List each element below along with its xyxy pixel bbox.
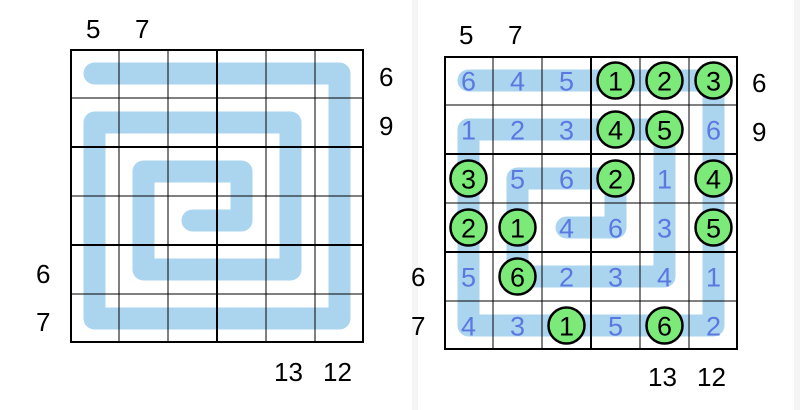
right-cell-digit: 3 xyxy=(657,214,672,244)
right-circle-marker xyxy=(694,208,733,247)
right-cell-digit: 5 xyxy=(510,165,525,195)
right-cell-digit: 6 xyxy=(706,116,721,146)
left-top-clue-2: 7 xyxy=(135,14,150,44)
right-circle-marker xyxy=(547,306,586,345)
right-cell-digit: 5 xyxy=(608,312,623,342)
right-cell-digit: 2 xyxy=(608,165,623,195)
right-cell-digit: 1 xyxy=(657,165,672,195)
left-left-clue-6: 7 xyxy=(36,307,51,337)
right-circle-marker xyxy=(596,159,635,198)
right-cell-digit: 2 xyxy=(657,67,672,97)
right-cell-digit: 4 xyxy=(559,214,574,244)
right-circle-marker xyxy=(694,159,733,198)
right-left-clue-6: 7 xyxy=(411,311,426,341)
right-circle-marker xyxy=(449,208,488,247)
right-circle-marker xyxy=(498,208,537,247)
right-cell-digit: 3 xyxy=(510,312,525,342)
right-top-clue-2: 7 xyxy=(508,20,523,50)
right-circle-marker xyxy=(498,257,537,296)
right-circle-marker xyxy=(645,306,684,345)
left-right-clue-1: 6 xyxy=(379,62,394,92)
right-right-clue-2: 9 xyxy=(752,117,767,147)
right-puzzle-grid: 6 4 5 1 2 3 1 2 3 4 5 6 3 5 6 2 1 4 2 1 4 6 3 5 5 6 2 3 4 1 4 3 1 5 6 2 xyxy=(444,56,738,350)
left-bottom-clue-5: 13 xyxy=(274,357,303,387)
right-cell-digit: 4 xyxy=(706,165,721,195)
right-circle-marker xyxy=(694,61,733,100)
right-cell-digit: 5 xyxy=(657,116,672,146)
right-cell-digit: 1 xyxy=(706,263,721,293)
right-cell-digit: 1 xyxy=(461,116,476,146)
right-circle-marker xyxy=(645,110,684,149)
right-bottom-clue-5: 13 xyxy=(648,362,677,392)
right-cell-digit: 2 xyxy=(559,263,574,293)
right-cell-digit: 1 xyxy=(608,67,623,97)
left-bottom-clue-6: 12 xyxy=(323,357,352,387)
right-cell-digit: 3 xyxy=(461,165,476,195)
right-cell-digit: 6 xyxy=(608,214,623,244)
right-left-clue-5: 6 xyxy=(411,262,426,292)
right-cell-digit: 4 xyxy=(657,263,672,293)
right-circle-marker xyxy=(449,159,488,198)
left-top-clue-1: 5 xyxy=(86,14,101,44)
right-cell-digit: 2 xyxy=(461,214,476,244)
right-cell-digit: 3 xyxy=(559,116,574,146)
right-cell-digit: 1 xyxy=(559,312,574,342)
right-border xyxy=(444,56,738,350)
right-cell-digit: 5 xyxy=(559,67,574,97)
right-cell-digit: 2 xyxy=(706,312,721,342)
right-cell-digit: 5 xyxy=(461,263,476,293)
right-cell-digit: 6 xyxy=(510,263,525,293)
left-left-clue-5: 6 xyxy=(36,259,51,289)
right-cell-digit: 6 xyxy=(657,312,672,342)
right-cell-digit: 5 xyxy=(706,214,721,244)
right-cell-digit: 2 xyxy=(510,116,525,146)
right-cell-digit: 3 xyxy=(706,67,721,97)
right-cell-digit: 4 xyxy=(510,67,525,97)
right-bottom-clue-6: 12 xyxy=(697,362,726,392)
right-top-clue-1: 5 xyxy=(459,20,474,50)
right-cell-digit: 4 xyxy=(608,116,623,146)
left-puzzle-grid xyxy=(70,49,364,343)
right-cell-digit: 6 xyxy=(461,67,476,97)
right-circle-marker xyxy=(596,110,635,149)
right-circle-marker xyxy=(645,61,684,100)
right-cell-digit: 4 xyxy=(461,312,476,342)
left-border xyxy=(70,49,364,343)
right-circle-marker xyxy=(596,61,635,100)
right-cell-digit: 3 xyxy=(608,263,623,293)
right-cell-digit: 6 xyxy=(559,165,574,195)
right-cell-digit: 1 xyxy=(510,214,525,244)
left-right-clue-2: 9 xyxy=(379,111,394,141)
right-right-clue-1: 6 xyxy=(752,68,767,98)
